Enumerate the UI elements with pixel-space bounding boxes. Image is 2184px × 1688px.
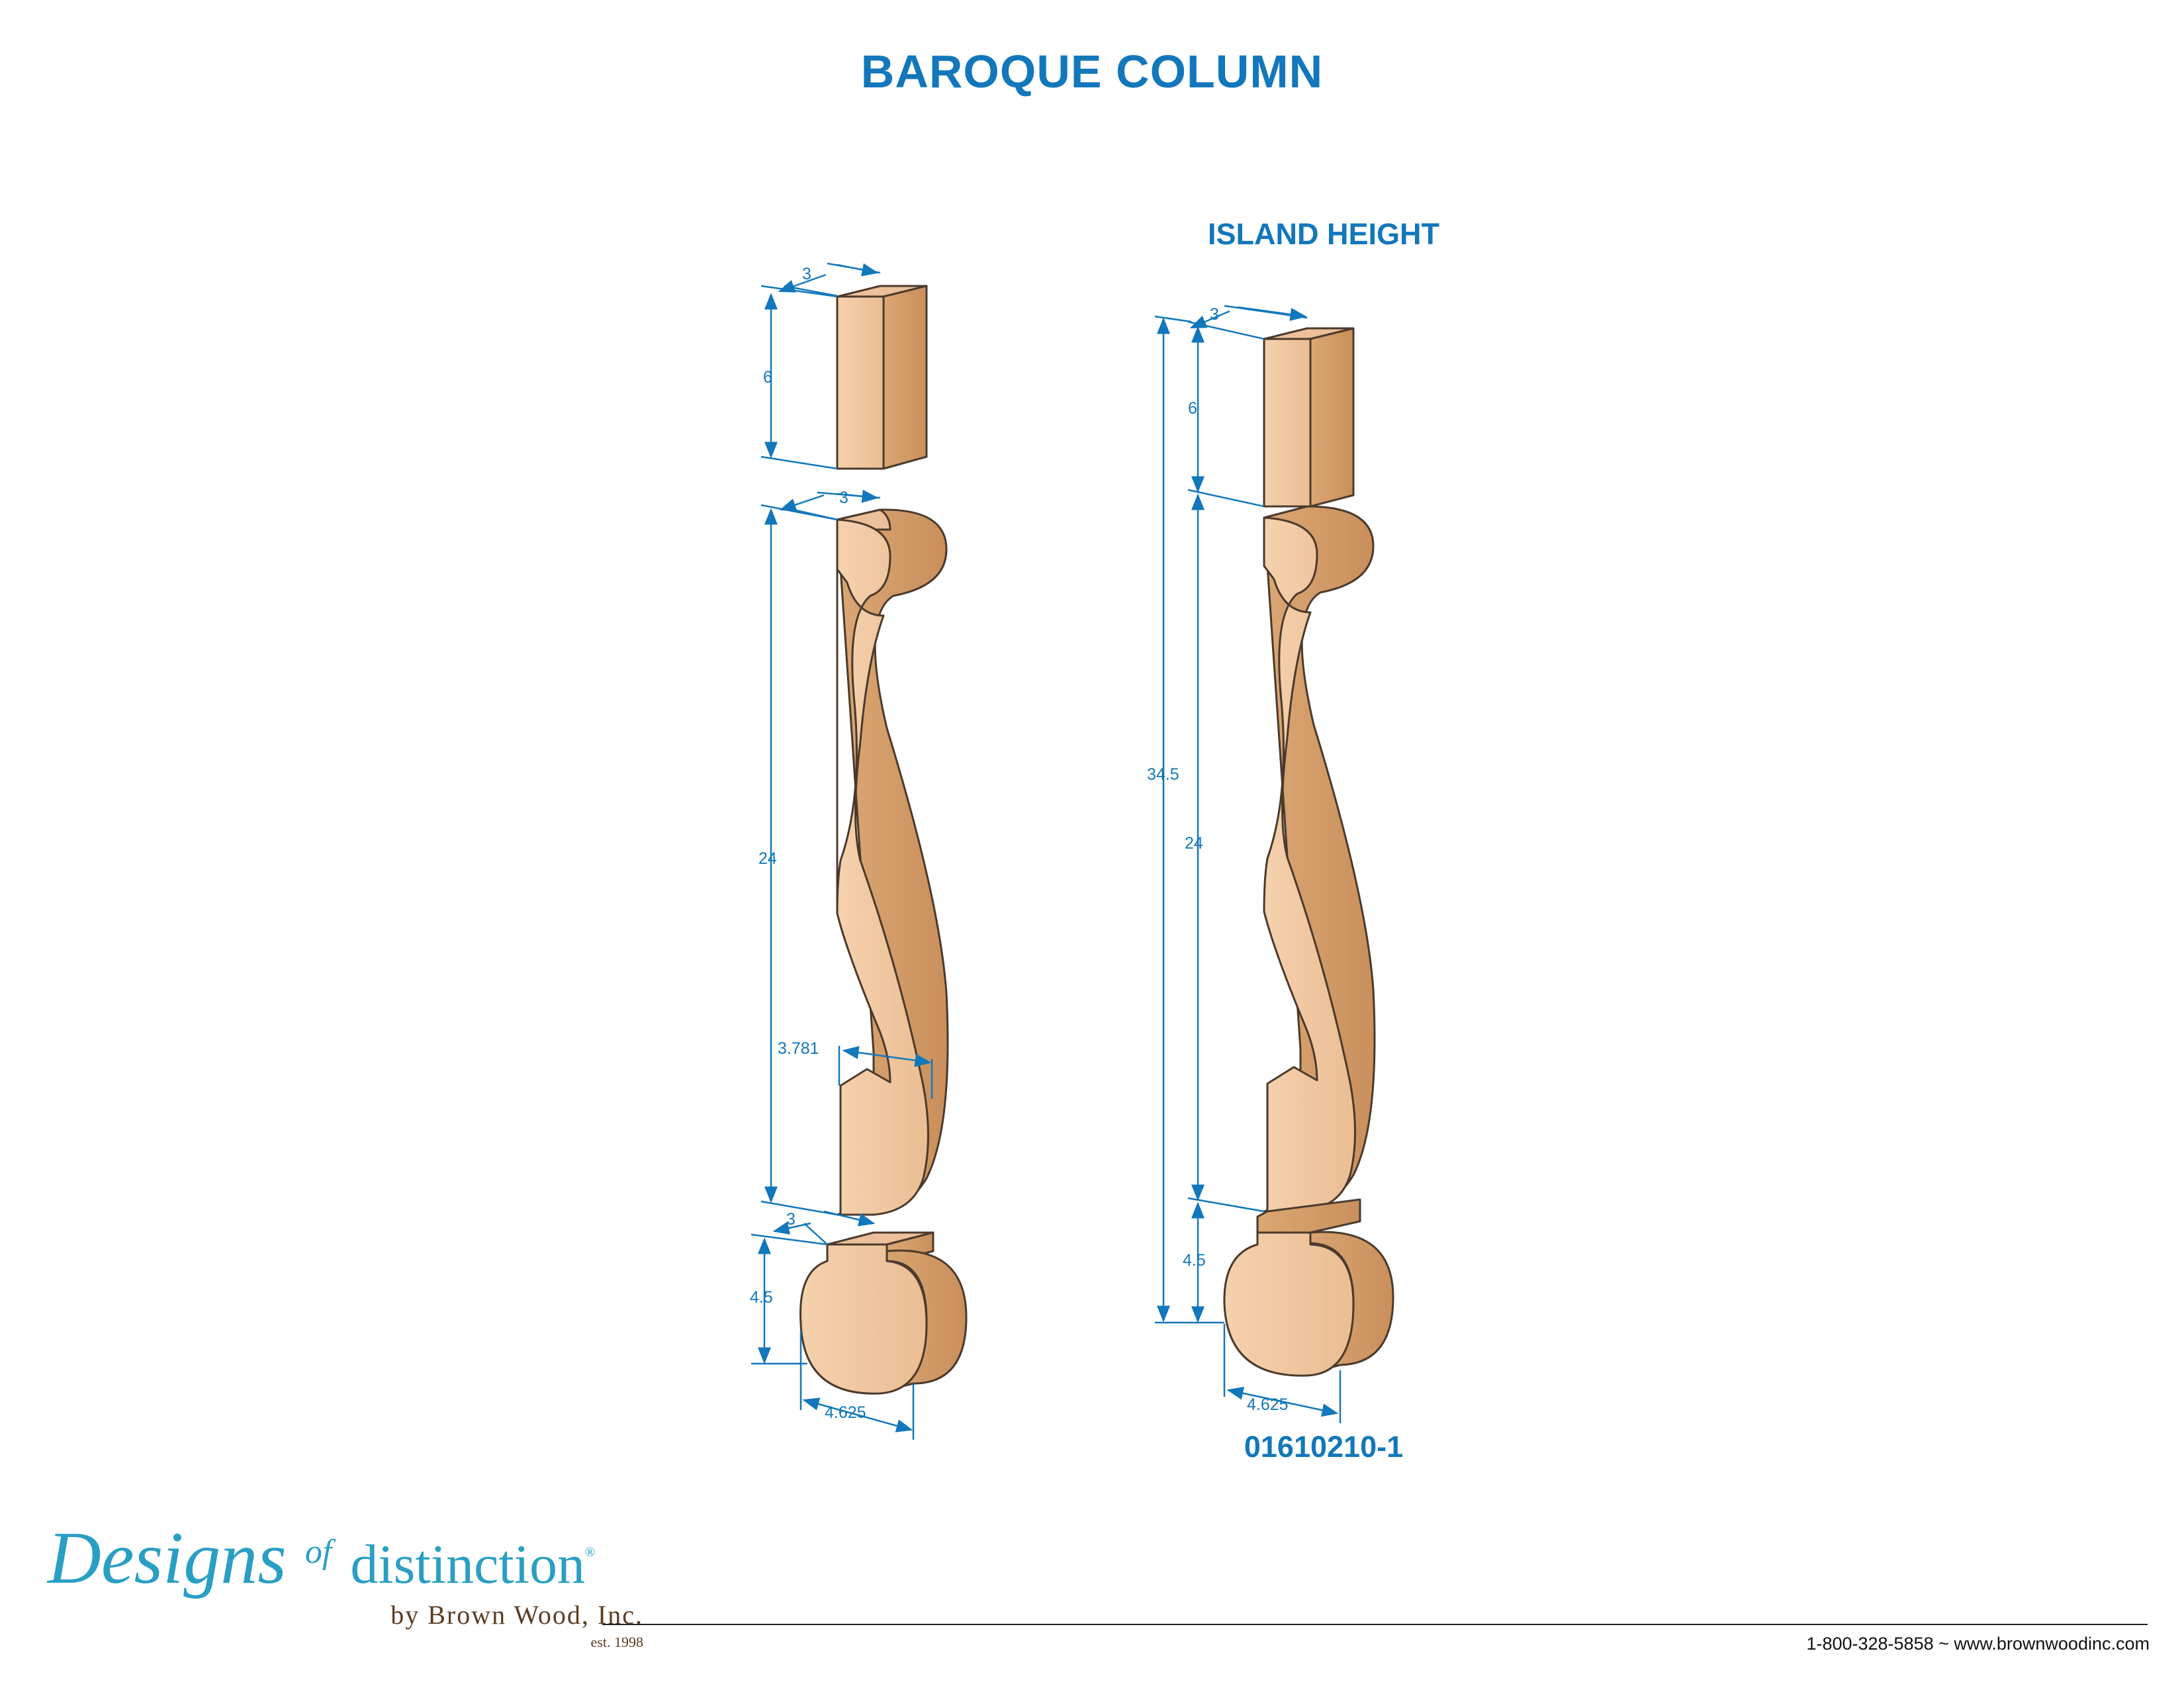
exploded-view xyxy=(799,285,968,1395)
footer-divider xyxy=(602,1624,2148,1625)
dim-asm-top-height: 6 xyxy=(1188,399,1197,418)
dim-notch: 3.781 xyxy=(778,1039,819,1058)
logo-registered-mark: ® xyxy=(585,1545,596,1560)
dim-asm-body-height: 24 xyxy=(1185,834,1203,853)
logo-designs: Designs xyxy=(48,1517,287,1599)
foot-block xyxy=(799,1231,968,1395)
company-logo: Designs of distinction® by Brown Wood, I… xyxy=(48,1516,643,1668)
logo-wordmark: Designs of distinction® xyxy=(48,1516,595,1601)
top-block xyxy=(836,285,928,470)
assembled-dimensions xyxy=(1154,305,1342,1423)
dim-foot-depth: 4.625 xyxy=(825,1403,866,1422)
dim-foot-height: 4.5 xyxy=(750,1288,773,1307)
dim-asm-top-width: 3 xyxy=(1210,305,1219,324)
dim-asm-foot-depth: 4.625 xyxy=(1247,1395,1289,1414)
dim-foot-width: 3 xyxy=(786,1210,796,1229)
dim-body-width: 3 xyxy=(839,489,848,507)
subtitle-island-height: ISLAND HEIGHT xyxy=(1207,217,1439,251)
logo-of: of xyxy=(304,1533,332,1571)
logo-by-line: by Brown Wood, Inc. xyxy=(390,1600,643,1630)
assembled-view xyxy=(1223,327,1394,1377)
exploded-dimensions xyxy=(751,262,933,1440)
dim-overall-height: 34.5 xyxy=(1147,765,1179,784)
logo-distinction: distinction xyxy=(350,1534,586,1595)
scroll-body xyxy=(836,508,949,1216)
dim-body-height: 24 xyxy=(758,849,777,868)
contact-info: 1-800-328-5858 ~ www.brownwoodinc.com xyxy=(1806,1634,2150,1654)
page-title: BAROQUE COLUMN xyxy=(860,46,1324,97)
dim-top-height: 6 xyxy=(763,368,772,387)
dim-asm-foot-height: 4.5 xyxy=(1183,1251,1206,1270)
logo-est-line: est. 1998 xyxy=(590,1634,643,1650)
part-number: 01610210-1 xyxy=(1244,1430,1404,1464)
dim-top-width: 3 xyxy=(802,265,811,283)
